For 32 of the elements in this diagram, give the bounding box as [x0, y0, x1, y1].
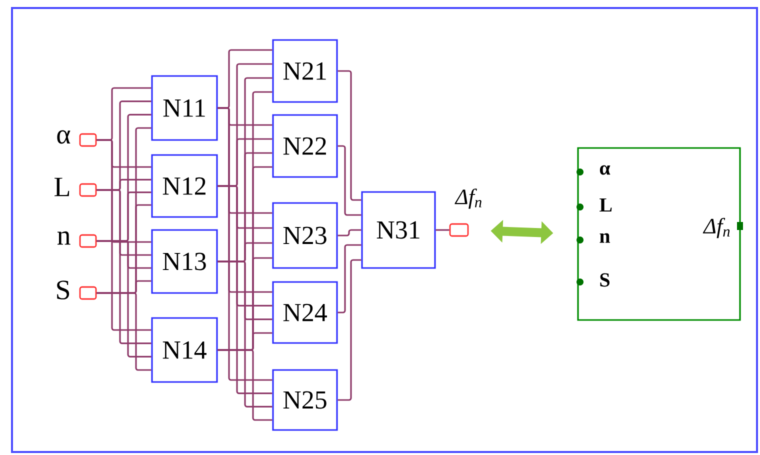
wire — [96, 240, 152, 358]
port-label: L — [54, 178, 70, 196]
port-label: S — [600, 273, 610, 287]
port-label: α — [600, 165, 610, 175]
neuron-box: N23 — [272, 202, 338, 269]
neuron-box: N13 — [151, 229, 218, 294]
neuron-box: N22 — [272, 114, 338, 178]
wire — [96, 139, 152, 331]
neuron-box: N31 — [361, 191, 436, 269]
neuron-box: N25 — [272, 369, 338, 431]
neuron-box: N21 — [272, 39, 338, 103]
port-label: n — [57, 231, 70, 245]
wire — [218, 260, 272, 408]
port-label: Δf$_{n}$ — [702, 218, 730, 238]
wire — [436, 229, 450, 231]
port-label: S — [57, 280, 70, 300]
wire — [338, 145, 362, 216]
port-label: n — [600, 233, 610, 243]
wire — [218, 185, 272, 394]
neuron-box: N14 — [151, 317, 218, 383]
neuron-box: N24 — [272, 281, 338, 344]
wire — [218, 349, 272, 421]
neuron-box: N11 — [151, 75, 218, 141]
port-label: L — [600, 198, 612, 212]
wire — [96, 189, 152, 344]
port-label: α — [57, 130, 70, 144]
neuron-box: N12 — [151, 154, 218, 218]
wire — [338, 229, 362, 236]
wire — [218, 107, 272, 381]
wire — [96, 292, 152, 371]
wire — [338, 244, 362, 314]
port-label: Δf$_{n}$ — [454, 188, 482, 209]
